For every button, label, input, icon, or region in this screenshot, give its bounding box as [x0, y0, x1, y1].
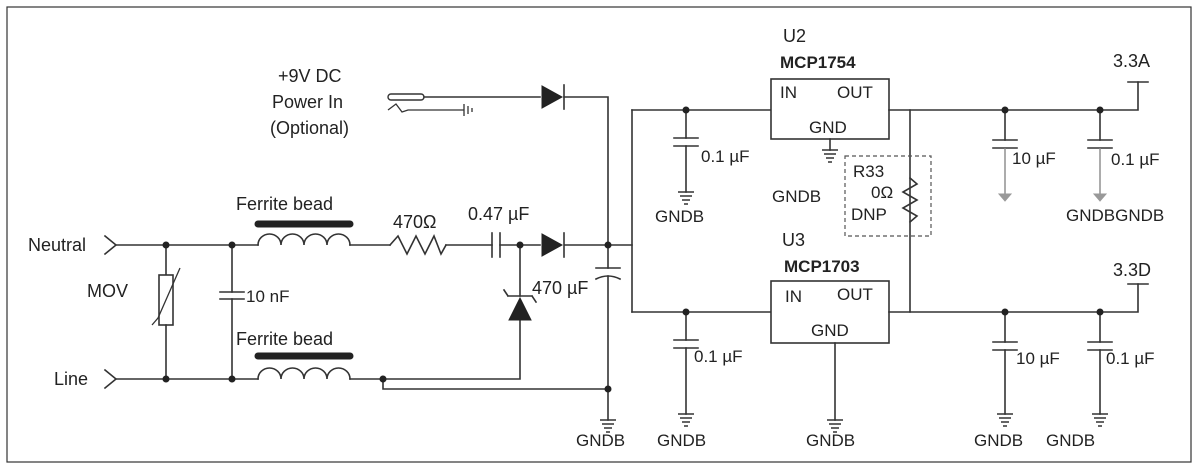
mov-varistor: [151, 244, 181, 380]
ferrite-bead-bottom: [254, 352, 354, 380]
capacitor-10nf: [219, 244, 245, 380]
ferrite-bead-top: [254, 220, 354, 246]
u2-part-label: MCP1754: [780, 53, 856, 72]
gndb-cap01-bottom-right-label: GNDB: [1046, 431, 1095, 450]
dc-power-jack: [387, 84, 609, 246]
dc-input-label-2: Power In: [272, 92, 343, 112]
u3-pin-in: IN: [785, 287, 802, 306]
line-label: Line: [54, 369, 88, 389]
cap-10nf-label: 10 nF: [246, 287, 289, 306]
gndb-u3-label: GNDB: [806, 431, 855, 450]
cap-01-top-right-label: 0.1 µF: [1111, 150, 1160, 169]
rail-3-3a-label: 3.3A: [1113, 51, 1150, 71]
u3-pin-gnd: GND: [811, 321, 849, 340]
cap-01-bottom-right-label: 0.1 µF: [1106, 349, 1155, 368]
ac-input-section: [103, 84, 633, 421]
ferrite-bead-top-label: Ferrite bead: [236, 194, 333, 214]
cap-470-label: 470 µF: [532, 278, 588, 298]
diagram-frame: [6, 6, 1192, 463]
capacitor-01uf-top-right: [1087, 109, 1113, 202]
u2-pin-out: OUT: [837, 83, 873, 102]
rail-3-3d-label: 3.3D: [1113, 260, 1151, 280]
u3-pin-out: OUT: [837, 285, 873, 304]
gndb-cap01-top-label: GNDB: [655, 207, 704, 226]
junction-dot: [682, 308, 690, 316]
ferrite-bead-bottom-label: Ferrite bead: [236, 329, 333, 349]
r33-value-label: 0Ω: [871, 183, 893, 202]
u3-ref-label: U3: [782, 230, 805, 250]
mov-label: MOV: [87, 281, 128, 301]
junction-dot: [162, 375, 170, 383]
junction-dot: [1001, 106, 1009, 114]
junction-dot: [1096, 308, 1104, 316]
cap-01-bottom-left-label: 0.1 µF: [694, 347, 743, 366]
diode-rectifier: [541, 232, 565, 258]
r33-dnp-outline: [844, 155, 932, 237]
capacitor-470uf: [594, 244, 622, 421]
gndb-cap10-bottom-label: GNDB: [974, 431, 1023, 450]
r33-ref-label: R33: [853, 162, 884, 181]
resistor-r33: [901, 176, 919, 224]
junction-dot: [228, 241, 236, 249]
cap-10-top-label: 10 µF: [1012, 149, 1056, 168]
regulator-section: [631, 78, 1149, 433]
junction-dot: [1096, 106, 1104, 114]
neutral-label: Neutral: [28, 235, 86, 255]
gndb-main-label: GNDB: [576, 431, 625, 450]
capacitor-10uf-top: [992, 109, 1018, 202]
u3-part-label: MCP1703: [784, 257, 860, 276]
junction-dot: [604, 385, 612, 393]
dc-input-label-3: (Optional): [270, 118, 349, 138]
junction-dot: [162, 241, 170, 249]
junction-dot: [682, 106, 690, 114]
cap-047-label: 0.47 µF: [468, 204, 529, 224]
resistor-470: [388, 234, 448, 256]
capacitor-01uf-top-left: [673, 109, 699, 205]
junction-dot: [1001, 308, 1009, 316]
capacitor-10uf-bottom: [992, 311, 1018, 427]
gndb-right-top-label: GNDBGNDB: [1066, 206, 1164, 225]
junction-dot: [516, 241, 524, 249]
neutral-terminal: [103, 234, 118, 256]
junction-dot: [604, 241, 612, 249]
capacitor-047uf: [491, 232, 501, 258]
u2-ref-label: U2: [783, 26, 806, 46]
dc-input-label-1: +9V DC: [278, 66, 342, 86]
r33-dnp-label: DNP: [851, 205, 887, 224]
capacitor-01uf-bottom-right: [1087, 311, 1113, 427]
cap-10-bottom-label: 10 µF: [1016, 349, 1060, 368]
text-labels: Neutral Line MOV 10 nF Ferrite bead Ferr…: [28, 26, 1164, 450]
u3-regulator-body: [770, 280, 890, 344]
u2-pin-gnd: GND: [809, 118, 847, 137]
junction-dot: [379, 375, 387, 383]
junction-dot: [228, 375, 236, 383]
capacitor-01uf-bottom-left: [673, 311, 699, 427]
ground-symbol-main: [600, 419, 616, 433]
resistor-470-label: 470Ω: [393, 212, 437, 232]
zener-diode: [502, 244, 538, 321]
line-terminal: [103, 368, 118, 390]
cap-01-top-left-label: 0.1 µF: [701, 147, 750, 166]
gndb-u2-label: GNDB: [772, 187, 821, 206]
gndb-cap01-bottom-label: GNDB: [657, 431, 706, 450]
u2-pin-in: IN: [780, 83, 797, 102]
